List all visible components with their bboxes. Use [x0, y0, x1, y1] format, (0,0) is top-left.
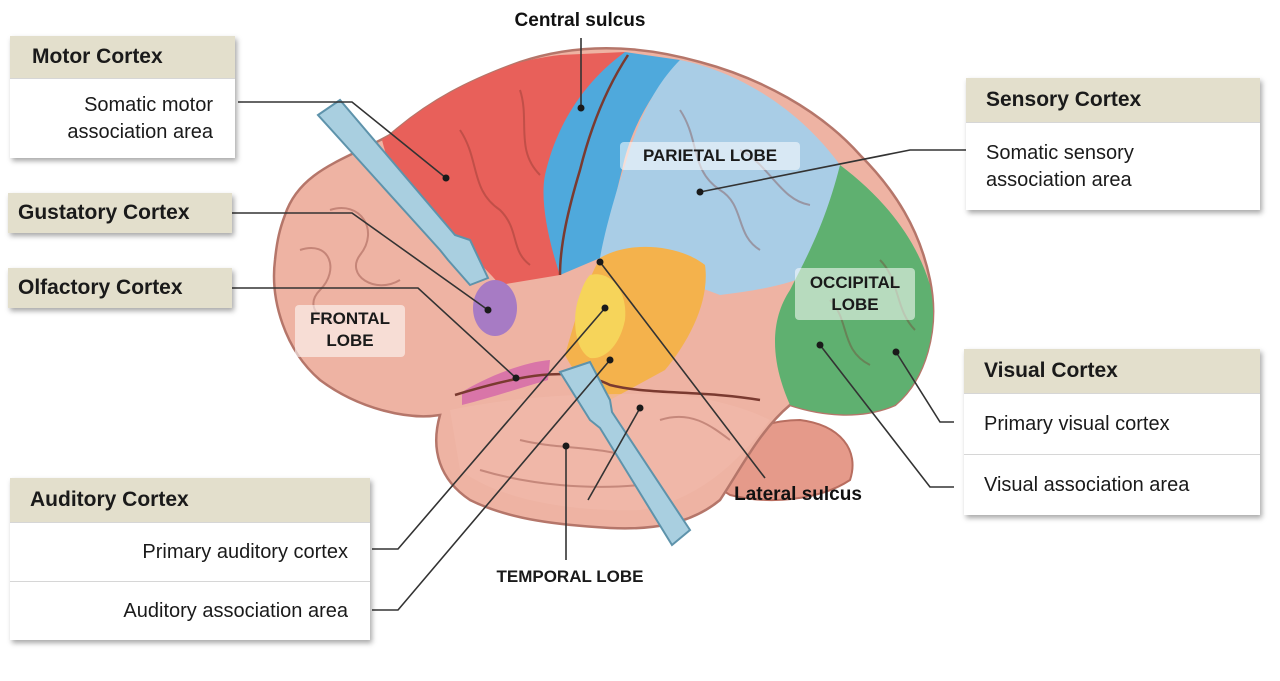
olfactory-cortex-tag: Olfactory Cortex: [8, 268, 232, 308]
sensory-cortex-title: Sensory Cortex: [966, 78, 1260, 122]
motor-item-line1: Somatic motor: [84, 93, 213, 116]
central-sulcus-label: Central sulcus: [514, 10, 646, 31]
retractor-upper: [316, 98, 490, 287]
lateral-sulcus-line: [454, 372, 761, 402]
gustatory-region: [473, 280, 517, 336]
primary-auditory-region: [575, 274, 626, 359]
leader-primary-auditory: [372, 307, 606, 550]
motor-cortex-box: Motor Cortex Somatic motor association a…: [10, 36, 235, 158]
leader-gustatory: [232, 212, 489, 311]
parietal-lobe-label: PARIETAL LOBE: [642, 146, 778, 165]
visual-cortex-title: Visual Cortex: [964, 349, 1260, 393]
sensory-association-item: Somatic sensory association area: [966, 122, 1260, 210]
motor-association-item: Somatic motor association area: [10, 78, 235, 158]
leader-primary-visual: [895, 351, 954, 423]
occipital-lobe-label-bg: [795, 268, 915, 320]
primary-visual-item: Primary visual cortex: [964, 393, 1260, 454]
central-sulcus-line: [558, 54, 630, 276]
auditory-association-item: Auditory association area: [10, 581, 370, 640]
sensory-item-line2: association area: [986, 168, 1132, 191]
occipital-lobe-line1: OCCIPITAL: [809, 273, 901, 292]
sensory-association-region: [600, 60, 844, 295]
lateral-sulcus-label: Lateral sulcus: [734, 484, 862, 505]
leader-visual-assoc: [819, 344, 954, 488]
visual-association-item: Visual association area: [964, 454, 1260, 515]
auditory-cortex-box: Auditory Cortex Primary auditory cortex …: [10, 478, 370, 640]
leader-temporal-extra: [587, 407, 641, 501]
primary-auditory-item: Primary auditory cortex: [10, 522, 370, 581]
sensory-item-line1: Somatic sensory: [986, 141, 1134, 164]
motor-item-line2: association area: [67, 120, 213, 143]
olfactory-region: [462, 360, 550, 405]
frontal-lobe-line2: LOBE: [326, 331, 374, 350]
gustatory-cortex-tag: Gustatory Cortex: [8, 193, 232, 233]
leader-lateral-sulcus: [599, 261, 766, 479]
temporal-lobe-label: TEMPORAL LOBE: [496, 567, 644, 586]
motor-cortex-title: Motor Cortex: [10, 36, 235, 78]
occipital-lobe-line2: LOBE: [831, 295, 879, 314]
leader-motor: [238, 101, 447, 179]
temporal-shading: [450, 393, 770, 511]
visual-cortex-box: Visual Cortex Primary visual cortex Visu…: [964, 349, 1260, 515]
occipital-lobe-label: OCCIPITAL LOBE: [795, 272, 915, 316]
sensory-cortex-box: Sensory Cortex Somatic sensory associati…: [966, 78, 1260, 210]
frontal-lobe-label: FRONTAL LOBE: [295, 308, 405, 352]
frontal-lobe-label-bg: [295, 305, 405, 357]
auditory-cortex-title: Auditory Cortex: [10, 478, 370, 522]
frontal-lobe-line1: FRONTAL: [310, 309, 390, 328]
leader-olfactory: [232, 287, 517, 379]
leader-sensory: [699, 149, 968, 193]
parietal-lobe-label-bg: [620, 142, 800, 170]
leader-auditory-assoc: [372, 359, 611, 611]
